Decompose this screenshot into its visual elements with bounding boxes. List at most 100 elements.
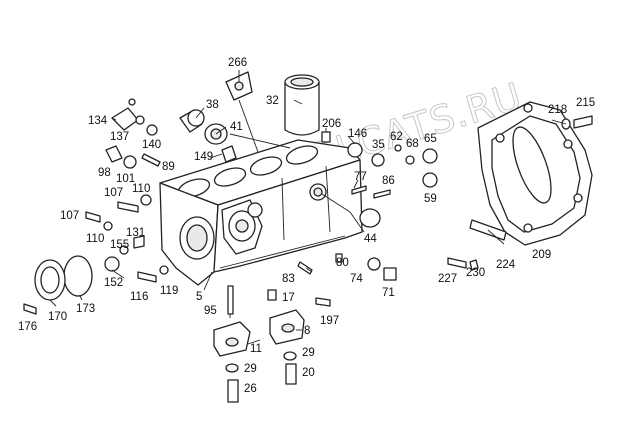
bolt-107-b bbox=[85, 211, 101, 223]
pin-86 bbox=[373, 189, 391, 199]
callout-206: 206 bbox=[322, 118, 341, 130]
callout-107: 107 bbox=[104, 187, 123, 199]
callout-32: 32 bbox=[266, 95, 279, 107]
callout-227: 227 bbox=[438, 273, 457, 285]
bolt-20 bbox=[285, 363, 297, 385]
plate-266 bbox=[225, 71, 253, 101]
callout-29b: 29 bbox=[302, 347, 315, 359]
plug-68 bbox=[405, 155, 415, 165]
pin-77 bbox=[351, 185, 367, 195]
callout-116: 116 bbox=[130, 291, 148, 303]
drain-tap-134 bbox=[111, 98, 139, 131]
plug-44 bbox=[359, 208, 381, 228]
sleeve-206 bbox=[321, 131, 331, 143]
callout-71: 71 bbox=[382, 287, 395, 299]
callout-152: 152 bbox=[104, 277, 123, 289]
stud-89 bbox=[141, 153, 161, 167]
part-152 bbox=[104, 256, 120, 272]
callout-209: 209 bbox=[532, 249, 551, 261]
washer-101 bbox=[123, 155, 137, 169]
bolt-176 bbox=[23, 303, 37, 315]
callout-230: 230 bbox=[466, 267, 485, 279]
callout-101: 101 bbox=[116, 173, 135, 185]
bolt-107 bbox=[117, 201, 139, 213]
callout-131: 131 bbox=[126, 227, 145, 239]
callout-5: 5 bbox=[196, 291, 202, 303]
bolt-26 bbox=[227, 379, 239, 403]
timing-cover bbox=[477, 101, 593, 246]
plug-59 bbox=[422, 172, 438, 188]
ball-62 bbox=[394, 144, 402, 152]
callout-176: 176 bbox=[18, 321, 37, 333]
pin-83 bbox=[297, 261, 313, 275]
washer-29-b bbox=[283, 351, 297, 361]
callout-80: 80 bbox=[336, 257, 349, 269]
callout-155: 155 bbox=[110, 239, 129, 251]
sleeve-17 bbox=[267, 289, 277, 301]
engine-block bbox=[159, 139, 363, 286]
callout-74: 74 bbox=[350, 273, 363, 285]
bearing-cap-8 bbox=[269, 309, 305, 345]
callout-107b: 107 bbox=[60, 210, 79, 222]
callout-119: 119 bbox=[160, 285, 178, 297]
bolt-227 bbox=[447, 257, 467, 269]
callout-110b: 110 bbox=[86, 233, 104, 245]
callout-110: 110 bbox=[132, 183, 150, 195]
bolt-116 bbox=[137, 271, 157, 283]
plug-35 bbox=[371, 153, 385, 167]
callout-17: 17 bbox=[282, 292, 295, 304]
seal-146 bbox=[347, 142, 363, 158]
callout-44: 44 bbox=[364, 233, 377, 245]
callout-137: 137 bbox=[110, 131, 129, 143]
bolt-197 bbox=[315, 297, 331, 307]
callout-224: 224 bbox=[496, 259, 516, 271]
callout-89: 89 bbox=[162, 161, 175, 173]
callout-218: 218 bbox=[548, 104, 567, 116]
callout-197: 197 bbox=[320, 315, 339, 327]
cylinder-liner-32 bbox=[284, 74, 320, 136]
callout-95: 95 bbox=[204, 305, 217, 317]
stud-95 bbox=[227, 285, 234, 315]
callout-134: 134 bbox=[88, 115, 108, 127]
callout-8: 8 bbox=[304, 325, 310, 337]
callout-146: 146 bbox=[348, 128, 367, 140]
callout-62: 62 bbox=[390, 131, 403, 143]
leader-lines bbox=[49, 70, 567, 345]
washer-110 bbox=[140, 194, 152, 206]
callout-86: 86 bbox=[382, 175, 395, 187]
washer-137 bbox=[135, 115, 145, 125]
callout-29a: 29 bbox=[244, 363, 257, 375]
plug-65 bbox=[422, 148, 438, 164]
callout-20: 20 bbox=[302, 367, 315, 379]
callout-77: 77 bbox=[354, 171, 367, 183]
part-131 bbox=[133, 235, 145, 249]
callout-59: 59 bbox=[424, 193, 437, 205]
plug-149 bbox=[221, 145, 237, 163]
callout-labels: 266 32 134 38 41 206 146 62 68 65 218 21… bbox=[18, 57, 595, 395]
washer-140 bbox=[146, 124, 158, 136]
callout-11: 11 bbox=[250, 343, 262, 355]
bearing-cap-11 bbox=[213, 321, 251, 357]
callout-35: 35 bbox=[372, 139, 385, 151]
washer-74 bbox=[367, 257, 381, 271]
cup-plug-38 bbox=[179, 109, 205, 133]
callout-41: 41 bbox=[230, 121, 243, 133]
callout-215: 215 bbox=[576, 97, 595, 109]
dowel-80 bbox=[335, 253, 343, 263]
callout-149: 149 bbox=[194, 151, 213, 163]
callout-98: 98 bbox=[98, 167, 111, 179]
bolt-215 bbox=[573, 115, 593, 129]
cover-173 bbox=[63, 255, 93, 297]
callout-83: 83 bbox=[282, 273, 295, 285]
plug-98 bbox=[105, 145, 123, 163]
plug-71 bbox=[383, 267, 397, 281]
callout-26: 26 bbox=[244, 383, 257, 395]
callout-140: 140 bbox=[142, 139, 161, 151]
washer-110-b bbox=[103, 221, 113, 231]
pin-230 bbox=[469, 259, 479, 271]
callout-266: 266 bbox=[228, 57, 247, 69]
washer-29-a bbox=[225, 363, 239, 373]
callout-65: 65 bbox=[424, 133, 437, 145]
washer-155 bbox=[119, 245, 129, 255]
